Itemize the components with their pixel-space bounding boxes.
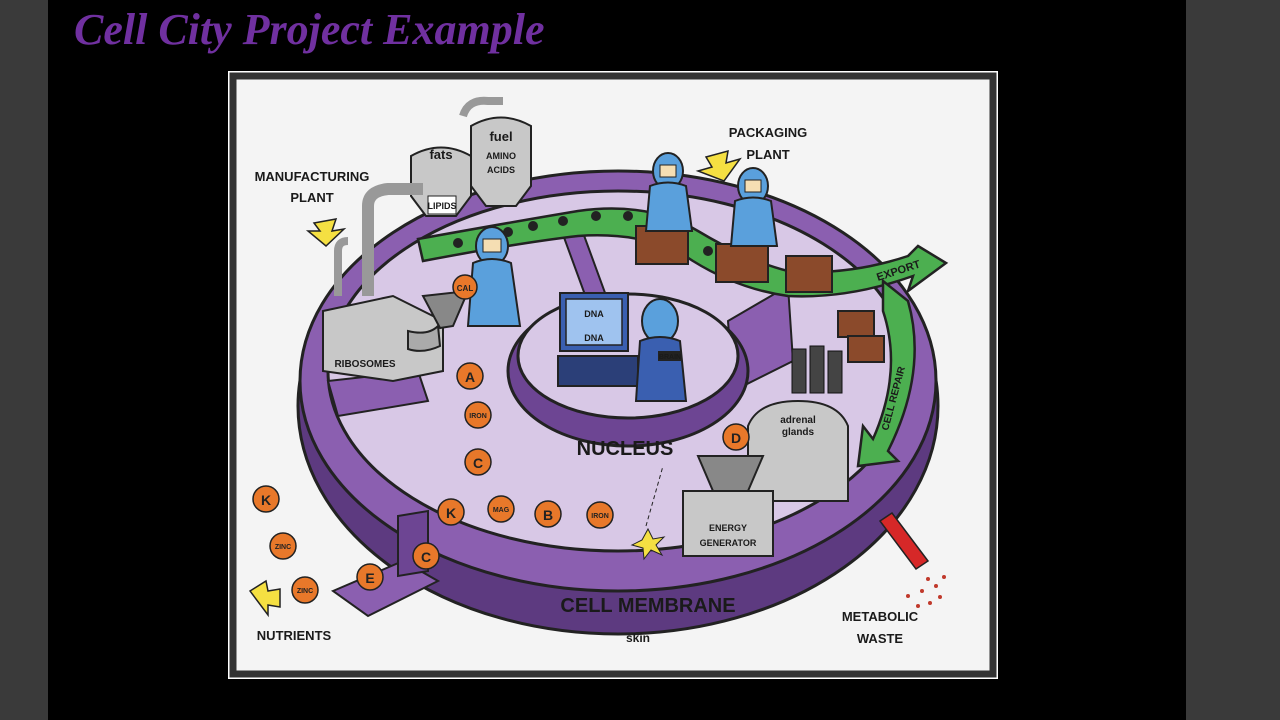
brain-badge bbox=[658, 351, 682, 361]
silo-fats bbox=[410, 146, 472, 217]
battery-stacks bbox=[791, 345, 843, 394]
slide-title: Cell City Project Example bbox=[74, 5, 545, 54]
cell-city-diagram: DNA DNA BRAIN NUCLEUS EXPORT CELL REPAIR bbox=[229, 72, 997, 678]
lipids-label: LIPIDS bbox=[427, 201, 456, 211]
amino-label-2: ACIDS bbox=[487, 165, 515, 175]
nutrient-zinc-1-label: ZINC bbox=[275, 544, 291, 551]
ribosomes-machine bbox=[322, 294, 444, 383]
packaging-arrow bbox=[695, 149, 742, 182]
adrenal-label-2: glands bbox=[782, 427, 815, 438]
ribosomes-label: RIBOSOMES bbox=[334, 359, 395, 370]
packaging-plant-label-2: PLANT bbox=[746, 147, 789, 162]
cell-city-illustration: DNA DNA BRAIN NUCLEUS EXPORT CELL REPAIR bbox=[228, 71, 998, 679]
metabolic-waste-label-2: WASTE bbox=[857, 631, 904, 646]
metabolic-waste-label-1: METABOLIC bbox=[842, 609, 919, 624]
computer-keyboard bbox=[557, 355, 639, 387]
nutrients-arrow bbox=[248, 579, 281, 618]
nutrient-cal bbox=[452, 274, 478, 300]
skin-label: skin bbox=[626, 631, 650, 645]
cell-membrane-label: CELL MEMBRANE bbox=[560, 595, 735, 617]
dna-bottom-label: DNA bbox=[584, 333, 604, 343]
manufacturing-pipe bbox=[362, 183, 423, 296]
packaging-plant-label-1: PACKAGING bbox=[729, 125, 807, 140]
fats-label: fats bbox=[429, 147, 452, 162]
nutrient-iron-1 bbox=[464, 401, 492, 429]
nutrient-e-label: E bbox=[365, 570, 374, 586]
manufacturing-plant-label-2: PLANT bbox=[290, 190, 333, 205]
manufacturing-pipe-2 bbox=[334, 237, 349, 296]
nutrient-d-label: D bbox=[731, 430, 741, 446]
dashed-path bbox=[645, 465, 664, 527]
nutrient-c-1 bbox=[464, 448, 492, 476]
nutrient-iron-2-label: IRON bbox=[591, 513, 609, 520]
nutrient-zinc-2 bbox=[291, 576, 319, 604]
spark-starburst bbox=[630, 527, 666, 561]
nutrient-cal-label: CAL bbox=[457, 284, 474, 293]
nutrient-k-outside bbox=[252, 485, 280, 513]
brain-worker-body bbox=[634, 336, 688, 402]
silo-fuel bbox=[459, 96, 532, 207]
adrenal-label-1: adrenal bbox=[780, 415, 816, 426]
nutrient-zinc-1 bbox=[269, 532, 297, 560]
nutrient-a bbox=[456, 362, 484, 390]
cell-repair-arrow bbox=[856, 278, 916, 468]
nutrient-a-label: A bbox=[465, 369, 475, 385]
nutrient-c-gate bbox=[412, 542, 440, 570]
nutrient-mag-label: MAG bbox=[493, 507, 510, 514]
packaging-boxes bbox=[635, 225, 885, 363]
nutrient-c-1-label: C bbox=[473, 455, 483, 471]
dna-computer-screen bbox=[565, 298, 623, 346]
nutrient-e bbox=[356, 563, 384, 591]
energy-generator-label-1: ENERGY bbox=[709, 523, 747, 533]
manufacturing-plant-label-1: MANUFACTURING bbox=[255, 169, 370, 184]
nutrient-k-1 bbox=[437, 498, 465, 526]
nutrient-iron-1-label: IRON bbox=[469, 413, 487, 420]
packaging-worker-2 bbox=[729, 167, 779, 247]
hopper-pipe bbox=[407, 323, 442, 352]
nutrient-zinc-2-label: ZINC bbox=[297, 588, 313, 595]
hopper bbox=[421, 289, 470, 330]
amino-label-1: AMINO bbox=[486, 151, 516, 161]
packaging-worker-1 bbox=[644, 152, 694, 232]
nutrient-k-1-label: K bbox=[446, 505, 456, 521]
waste-sparks bbox=[906, 575, 946, 608]
adrenal-glands-machine bbox=[747, 399, 849, 502]
manufacturing-worker bbox=[466, 226, 522, 327]
nutrient-iron-2 bbox=[586, 501, 614, 529]
energy-generator-bowl bbox=[696, 455, 765, 492]
nutrient-b-label: B bbox=[543, 507, 553, 523]
nutrient-b bbox=[534, 500, 562, 528]
nucleus-label: NUCLEUS bbox=[577, 438, 674, 460]
nutrients-label: NUTRIENTS bbox=[257, 628, 332, 643]
manufacturing-arrow bbox=[305, 218, 347, 248]
brain-label: BRAIN bbox=[659, 354, 681, 361]
slide: Cell City Project Example bbox=[48, 0, 1186, 720]
nutrient-k-outside-label: K bbox=[261, 492, 271, 508]
dna-top-label: DNA bbox=[584, 309, 604, 319]
energy-generator-label-2: GENERATOR bbox=[700, 538, 757, 548]
dynamite-stick bbox=[878, 511, 930, 571]
nutrient-c-gate-label: C bbox=[421, 549, 431, 565]
fuel-label: fuel bbox=[489, 129, 512, 144]
nutrient-mag bbox=[487, 495, 515, 523]
nutrient-d bbox=[722, 423, 750, 451]
